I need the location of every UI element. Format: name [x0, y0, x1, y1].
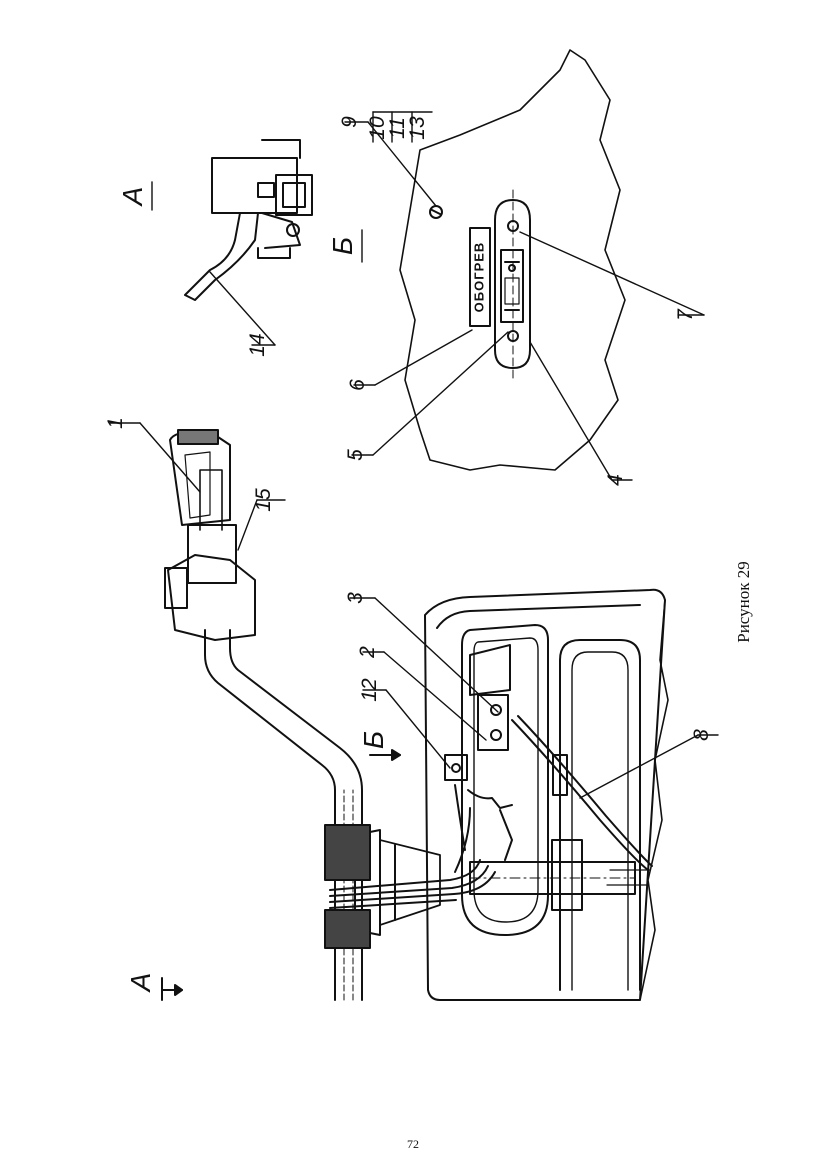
callout-8: 8: [690, 729, 713, 741]
callout-13: 13: [406, 116, 429, 140]
heating-tube: [204, 629, 371, 1001]
view-b-body-panel: [399, 49, 626, 471]
view-a-lever-detail: [184, 139, 313, 301]
view-a-direction-arrow: [161, 977, 183, 1001]
view-label-a-arrow: А: [125, 973, 156, 994]
valve-handle-1: [169, 429, 231, 526]
callout-4: 4: [604, 474, 627, 486]
view-b-switch-housing: [494, 189, 531, 381]
callout-15: 15: [252, 488, 275, 512]
panel-oval-opening: [461, 624, 549, 936]
wire-bundle: [329, 807, 496, 909]
callout-14: 14: [246, 333, 269, 356]
figure-caption: Рисунок 29: [724, 532, 764, 672]
heater-cable-8: [511, 715, 653, 871]
callout-12: 12: [358, 678, 381, 702]
callout-10: 10: [366, 116, 389, 140]
leader-lines: [109, 111, 719, 799]
relay-block-12: [444, 754, 513, 861]
callout-3: 3: [344, 592, 367, 604]
view-b-screw-9: [429, 205, 443, 219]
callout-2: 2: [356, 646, 379, 659]
view-label-b-arrow: Б: [358, 731, 389, 749]
heating-label-plate: [469, 227, 491, 327]
callout-7: 7: [674, 308, 697, 321]
view-label-a-top: А: [117, 187, 148, 208]
callout-11: 11: [386, 117, 409, 139]
heating-tube-loop: [551, 639, 641, 991]
horizontal-rod: [469, 861, 651, 895]
view-b-direction-arrow: [369, 749, 401, 761]
callout-5: 5: [344, 449, 367, 461]
page-number: 72: [407, 1137, 419, 1151]
callout-6: 6: [346, 379, 369, 391]
mounting-panel: [424, 588, 669, 1001]
callout-9: 9: [338, 116, 361, 128]
view-label-b-top: Б: [327, 237, 358, 255]
callout-1: 1: [104, 417, 127, 429]
figure-caption-text: Рисунок 29: [734, 561, 753, 643]
thermal-switch-2-3: [469, 644, 511, 751]
mounting-flange: [354, 829, 441, 936]
heating-label-text: ОБОГРЕВ: [471, 242, 486, 313]
air-valve-assembly: [164, 469, 256, 641]
